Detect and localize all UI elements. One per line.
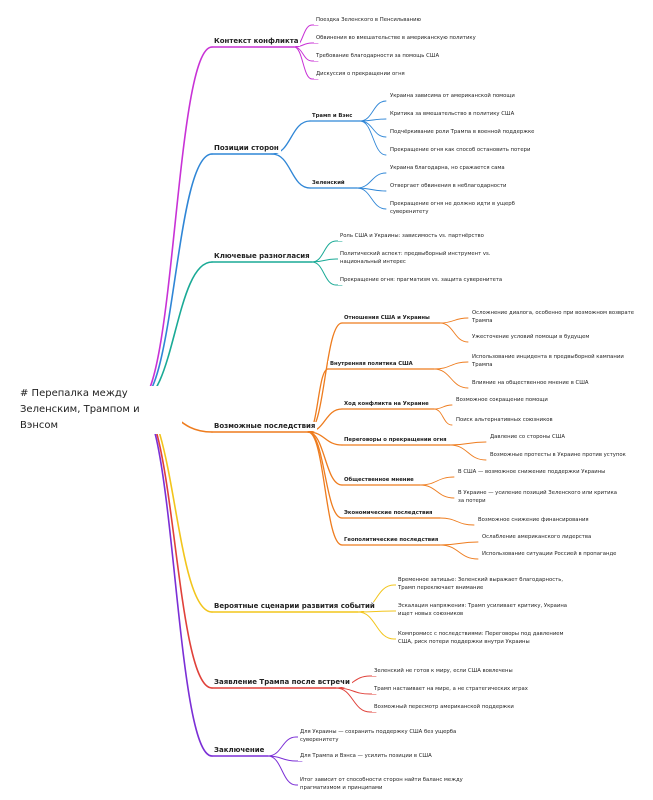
leaf-node: Ослабление американского лидерства [480, 534, 644, 542]
edge-leaf-possible-consequences [419, 476, 455, 486]
edge-leaf-possible-consequences [433, 404, 453, 410]
leaf-node: Роль США и Украины: зависимость vs. парт… [338, 233, 522, 241]
leaf-node: Прекращение огня не должно идти в ущерб … [388, 201, 537, 216]
subtopic-node: Геополитические последствия [342, 537, 441, 544]
edge-sub-possible-consequences [307, 431, 343, 486]
leaf-node: В США — возможное снижение поддержки Укр… [456, 469, 625, 477]
leaf-node: Для Трампа и Вэнса — усилить позиции в С… [298, 753, 482, 761]
leaf-node: Использование инцидента в предвыборной к… [470, 354, 639, 369]
leaf-node: Украина зависима от американской помощи [388, 93, 582, 101]
leaf-node: Зеленский не готов к миру, если США вовл… [372, 668, 576, 676]
leaf-node: Давление со стороны США [488, 434, 652, 442]
branch-party-positions: Позиции сторон [212, 144, 281, 153]
subtopic-node: Трамп и Вэнс [310, 113, 355, 120]
edge-leaf-possible-consequences [439, 517, 475, 526]
edge-leaf-key-disagreements [311, 258, 337, 263]
leaf-node: Обвинения во вмешательстве в американску… [314, 35, 518, 43]
edge-leaf-possible-consequences [449, 444, 487, 461]
subtopic-node: Общественное мнение [342, 477, 416, 484]
edge-leaf-likely-scenarios [357, 610, 395, 613]
leaf-node: В Украине — усиление позиций Зеленского … [456, 490, 625, 505]
leaf-node: Для Украины — сохранить поддержку США бе… [298, 729, 482, 744]
branch-likely-scenarios: Вероятные сценарии развития событий [212, 602, 377, 611]
branch-key-disagreements: Ключевые разногласия [212, 252, 312, 261]
leaf-node: Поиск альтернативных союзников [454, 417, 618, 425]
edge-leaf-conflict-context [293, 46, 313, 62]
edge-leaf-possible-consequences [433, 408, 453, 426]
leaf-node: Итог зависит от способности сторон найти… [298, 777, 482, 792]
edge-leaf-party-positions [359, 100, 387, 122]
leaf-node: Критика за вмешательство в политику США [388, 111, 582, 119]
edge-leaf-party-positions [356, 172, 387, 189]
edge-leaf-conflict-context [293, 24, 313, 48]
edge-leaf-possible-consequences [439, 541, 479, 546]
edge-leaf-likely-scenarios [357, 611, 395, 640]
root-topic: # Перепалка между Зеленским, Трампом и В… [18, 386, 182, 434]
edge-leaf-conclusion [267, 755, 297, 786]
edge-sub-party-positions [271, 120, 311, 155]
branch-conclusion: Заключение [212, 746, 267, 755]
edge-leaf-party-positions [359, 120, 387, 156]
edge-leaf-possible-consequences [433, 361, 469, 370]
edge-root-conclusion [137, 401, 213, 757]
leaf-node: Требование благодарности за помощь США [314, 53, 518, 61]
edge-leaf-party-positions [356, 187, 387, 210]
edge-leaf-possible-consequences [439, 317, 469, 324]
branch-trump-statement: Заявление Трампа после встречи [212, 678, 352, 687]
edge-leaf-possible-consequences [439, 544, 479, 560]
edge-root-conflict-context [137, 46, 213, 403]
edge-leaf-conclusion [267, 736, 297, 757]
edge-leaf-possible-consequences [439, 322, 469, 343]
edge-sub-possible-consequences [307, 431, 343, 546]
edge-leaf-conflict-context [293, 46, 313, 80]
subtopic-node: Переговоры о прекращении огня [342, 437, 449, 444]
leaf-node: Использование ситуации Россией в пропага… [480, 551, 644, 559]
subtopic-node: Зеленский [310, 180, 347, 187]
leaf-node: Отвергает обвинения в неблагодарности [388, 183, 537, 191]
edge-root-trump-statement [137, 401, 213, 689]
leaf-node: Эскалация напряжения: Трамп усиливает кр… [396, 603, 580, 618]
subtopic-node: Отношения США и Украины [342, 315, 432, 322]
leaf-node: Украина благодарна, но сражается сама [388, 165, 537, 173]
leaf-node: Поездка Зеленского в Пенсильванию [314, 17, 518, 25]
leaf-node: Подчёркивание роли Трампа в военной подд… [388, 129, 582, 137]
leaf-node: Возможный пересмотр американской поддерж… [372, 704, 576, 712]
leaf-node: Возможные протесты в Украине против усту… [488, 452, 652, 460]
leaf-node: Осложнение диалога, особенно при возможн… [470, 310, 639, 325]
leaf-node: Временное затишье: Зеленский выражает бл… [396, 577, 580, 592]
branch-conflict-context: Контекст конфликта [212, 37, 301, 46]
leaf-node: Прекращение огня: прагматизм vs. защита … [338, 277, 522, 285]
leaf-node: Возможное сокращение помощи [454, 397, 618, 405]
leaf-node: Влияние на общественное мнение в США [470, 380, 639, 388]
edge-leaf-party-positions [359, 120, 387, 138]
subtopic-node: Ход конфликта на Украине [342, 401, 431, 408]
edge-leaf-key-disagreements [311, 261, 337, 286]
leaf-node: Ужесточение условий помощи в будущем [470, 334, 639, 342]
branch-possible-consequences: Возможные последствия [212, 422, 318, 431]
edge-leaf-key-disagreements [311, 240, 337, 263]
subtopic-node: Внутренняя политика США [328, 361, 415, 368]
leaf-node: Прекращение огня как способ остановить п… [388, 147, 582, 155]
leaf-node: Дискуссия о прекращении огня [314, 71, 518, 79]
subtopic-node: Экономические последствия [342, 510, 435, 517]
edge-leaf-possible-consequences [433, 368, 469, 389]
leaf-node: Политический аспект: предвыборный инстру… [338, 251, 522, 266]
edge-sub-party-positions [271, 153, 311, 189]
leaf-node: Трамп настаивает на мире, а не стратегич… [372, 686, 576, 694]
edge-sub-possible-consequences [307, 322, 343, 433]
edge-leaf-possible-consequences [419, 484, 455, 499]
edge-leaf-trump-statement [335, 687, 371, 713]
edge-leaf-possible-consequences [449, 441, 487, 446]
leaf-node: Возможное снижение финансирования [476, 517, 640, 525]
edge-root-party-positions [137, 153, 213, 403]
leaf-node: Компромисс с последствиями: Переговоры п… [396, 631, 580, 646]
edge-sub-possible-consequences [307, 408, 343, 433]
edge-leaf-likely-scenarios [357, 584, 395, 613]
